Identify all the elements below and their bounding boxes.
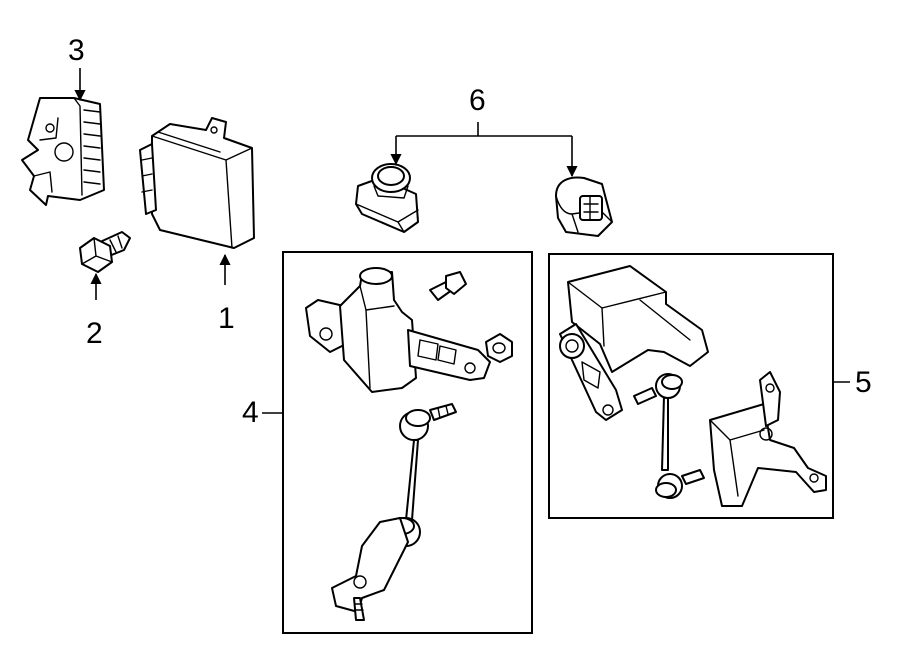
part-6-connector-right — [555, 176, 613, 237]
part-4-frame — [282, 251, 533, 634]
part-6-connector-left — [355, 163, 419, 233]
callout-5: 5 — [833, 366, 872, 399]
callout-3-label: 3 — [68, 34, 85, 67]
callout-5-label: 5 — [855, 366, 872, 399]
callout-1-label: 1 — [218, 302, 235, 335]
part-1-control-module — [139, 117, 255, 249]
part-3-bracket-connector — [21, 97, 105, 206]
part-5-level-sensor — [559, 265, 827, 507]
callout-4-label: 4 — [242, 396, 259, 429]
callout-6-label: 6 — [469, 84, 486, 117]
part-4-level-sensor — [305, 267, 513, 621]
callout-2-label: 2 — [86, 317, 103, 350]
callout-4: 4 — [242, 396, 283, 429]
part-5-frame — [548, 253, 834, 519]
callout-6: 6 — [390, 84, 578, 178]
part-2-bolt — [79, 231, 131, 273]
callout-3: 3 — [68, 34, 86, 102]
callout-2: 2 — [86, 272, 103, 350]
callout-1: 1 — [218, 253, 235, 335]
